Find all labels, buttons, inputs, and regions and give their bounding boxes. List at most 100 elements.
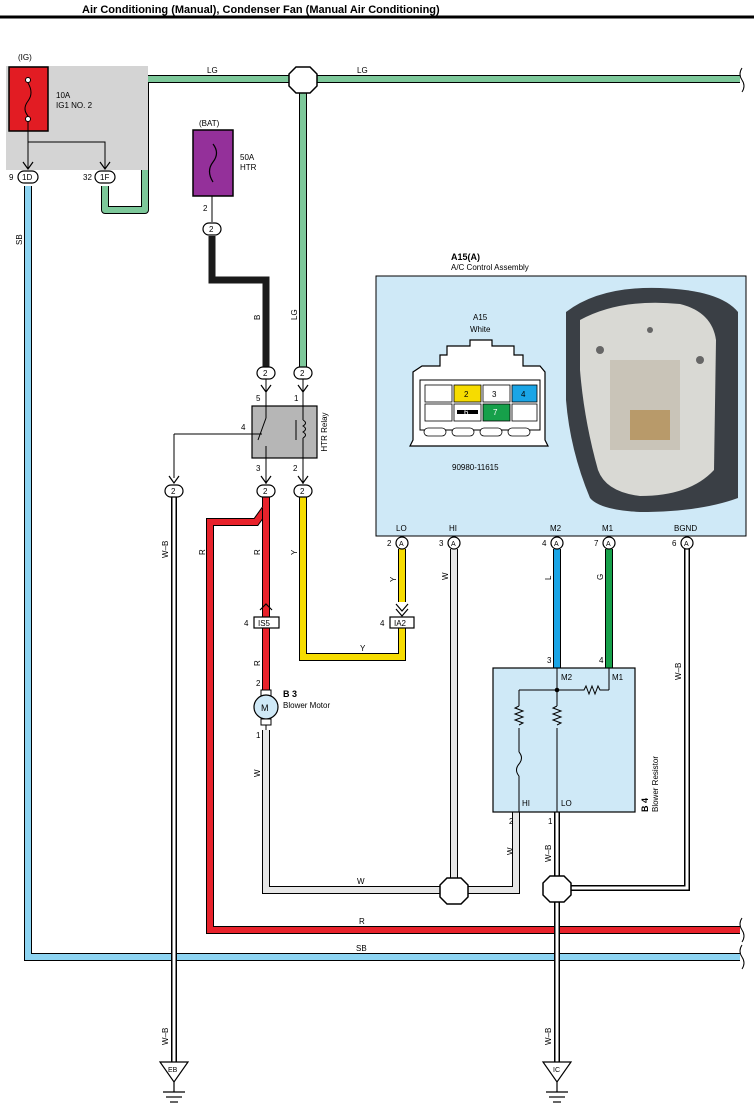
lbl-w-bottom: W	[357, 877, 365, 886]
assembly-code: A15(A)	[451, 252, 480, 262]
resistor-pin-hi: 2	[509, 817, 514, 826]
assembly-terminals	[395, 536, 694, 550]
lbl-lg-vertical: LG	[290, 309, 299, 320]
htr-relay	[251, 405, 318, 459]
htr-conn-num: 2	[209, 225, 214, 234]
is5-arrow	[259, 603, 273, 611]
relay-pin4: 4	[241, 423, 246, 432]
relay-conn-bot-left-num: 2	[263, 487, 268, 496]
ig-pin-1f-num: 32	[83, 173, 92, 182]
ig-fuse-name: IG1 NO. 2	[56, 101, 93, 110]
splice-top	[288, 66, 318, 94]
connector-part-number: 90980-11615	[452, 463, 499, 472]
ia2-arrow	[395, 603, 409, 617]
terminal-hi-label: HI	[449, 524, 457, 533]
lbl-y-ia2: Y	[389, 576, 398, 582]
ia2-connector	[389, 616, 415, 629]
b-wire	[208, 236, 270, 367]
is5-connector	[253, 616, 280, 629]
terminal-m2-conn: A	[554, 541, 559, 548]
lbl-lg-top-left: LG	[207, 66, 218, 75]
relay-name: HTR Relay	[320, 412, 329, 451]
htr-fuse-name: HTR	[240, 163, 257, 172]
resistor-pin-m2: 3	[547, 656, 552, 665]
ground-ic-icon	[541, 1061, 573, 1103]
terminal-hi-num: 3	[439, 539, 444, 548]
ig-pin-1d	[17, 170, 39, 184]
relay-conn-top-right-num: 2	[300, 369, 305, 378]
terminal-m2-num: 4	[542, 539, 547, 548]
assembly-name: A/C Control Assembly	[451, 263, 529, 272]
cavity-3: 3	[492, 390, 497, 399]
wb-wires	[171, 433, 690, 1062]
lbl-r-bottom: R	[359, 917, 365, 926]
relay-switch-icon	[252, 406, 267, 458]
relay-pin5: 5	[256, 394, 261, 403]
lbl-wb-res: W–B	[544, 845, 553, 862]
ig-fuse-rating: 10A	[56, 91, 71, 100]
terminal-m2-label: M2	[550, 524, 562, 533]
relay-pin3: 3	[256, 464, 261, 473]
htr-fuse-element-icon	[208, 143, 218, 183]
relay-conn-bot-right	[293, 484, 313, 498]
htr-pin-num: 2	[203, 204, 208, 213]
cavity-4: 4	[521, 390, 526, 399]
relay-conn-bot-left	[256, 484, 276, 498]
connector-face-drawing	[409, 339, 549, 447]
terminal-m1-num: 7	[594, 539, 599, 548]
resistor-network-icon	[513, 668, 610, 812]
terminal-bgnd-label: BGND	[674, 524, 697, 533]
terminal-m1-conn: A	[606, 541, 611, 548]
lbl-wb-ic: W–B	[544, 1028, 553, 1045]
resistor-m1: M1	[612, 673, 624, 682]
wire-break-marks	[739, 67, 745, 970]
ig-pin-1f-conn: 1F	[100, 173, 109, 182]
ig-pin-1d-num: 9	[9, 173, 14, 182]
ia2-name: IA2	[394, 619, 407, 628]
blower-motor-pin-top: 2	[256, 679, 261, 688]
ig-pin-1f	[94, 170, 116, 184]
lbl-l-m2: L	[544, 575, 553, 580]
lbl-y-horizontal: Y	[360, 644, 366, 653]
cavity-6: 6	[464, 408, 469, 417]
resistor-pin-lo: 1	[548, 817, 553, 826]
connector-code: A15	[473, 313, 488, 322]
lbl-sb-bottom: SB	[356, 944, 367, 953]
lbl-r-mid: R	[253, 549, 262, 555]
resistor-hi: HI	[522, 799, 530, 808]
control-unit-photo	[566, 287, 738, 512]
cavity-7: 7	[493, 408, 498, 417]
ground-eb-icon	[158, 1061, 190, 1103]
relay-conn-ground	[164, 484, 184, 498]
is5-name: IS5	[258, 619, 271, 628]
terminal-lo-num: 2	[387, 539, 392, 548]
w-wire	[262, 549, 520, 894]
resistor-lo: LO	[561, 799, 572, 808]
lg-wire	[101, 75, 740, 367]
lbl-w-resistor: W	[506, 847, 515, 855]
lbl-w-motor: W	[253, 769, 262, 777]
ig-supply-label: (IG)	[18, 53, 32, 62]
lbl-b-vertical: B	[253, 315, 262, 320]
ground-eb-label: EB	[168, 1067, 178, 1074]
lbl-wb-right: W–B	[674, 663, 683, 680]
lbl-wb-eb: W–B	[161, 1028, 170, 1045]
relay-pin2: 2	[293, 464, 298, 473]
blower-motor-name: Blower Motor	[283, 701, 330, 710]
splice-w	[439, 877, 469, 905]
splice-wb	[542, 875, 572, 903]
sb-wire	[24, 186, 740, 961]
page-title: Air Conditioning (Manual), Condenser Fan…	[82, 4, 440, 16]
relay-conn-ground-num: 2	[171, 487, 176, 496]
resistor-pin-m1: 4	[599, 656, 604, 665]
terminal-lo-conn: A	[399, 541, 404, 548]
relay-conn-top-left-num: 2	[263, 369, 268, 378]
ig-pin-1d-conn: 1D	[22, 173, 32, 182]
ia2-num: 4	[380, 619, 385, 628]
ig-pin-arrow-right	[99, 161, 111, 171]
connector-color: White	[470, 325, 491, 334]
ig-pin-arrow-left	[22, 161, 34, 171]
blower-resistor	[492, 667, 636, 813]
lbl-g-m1: G	[596, 574, 605, 580]
